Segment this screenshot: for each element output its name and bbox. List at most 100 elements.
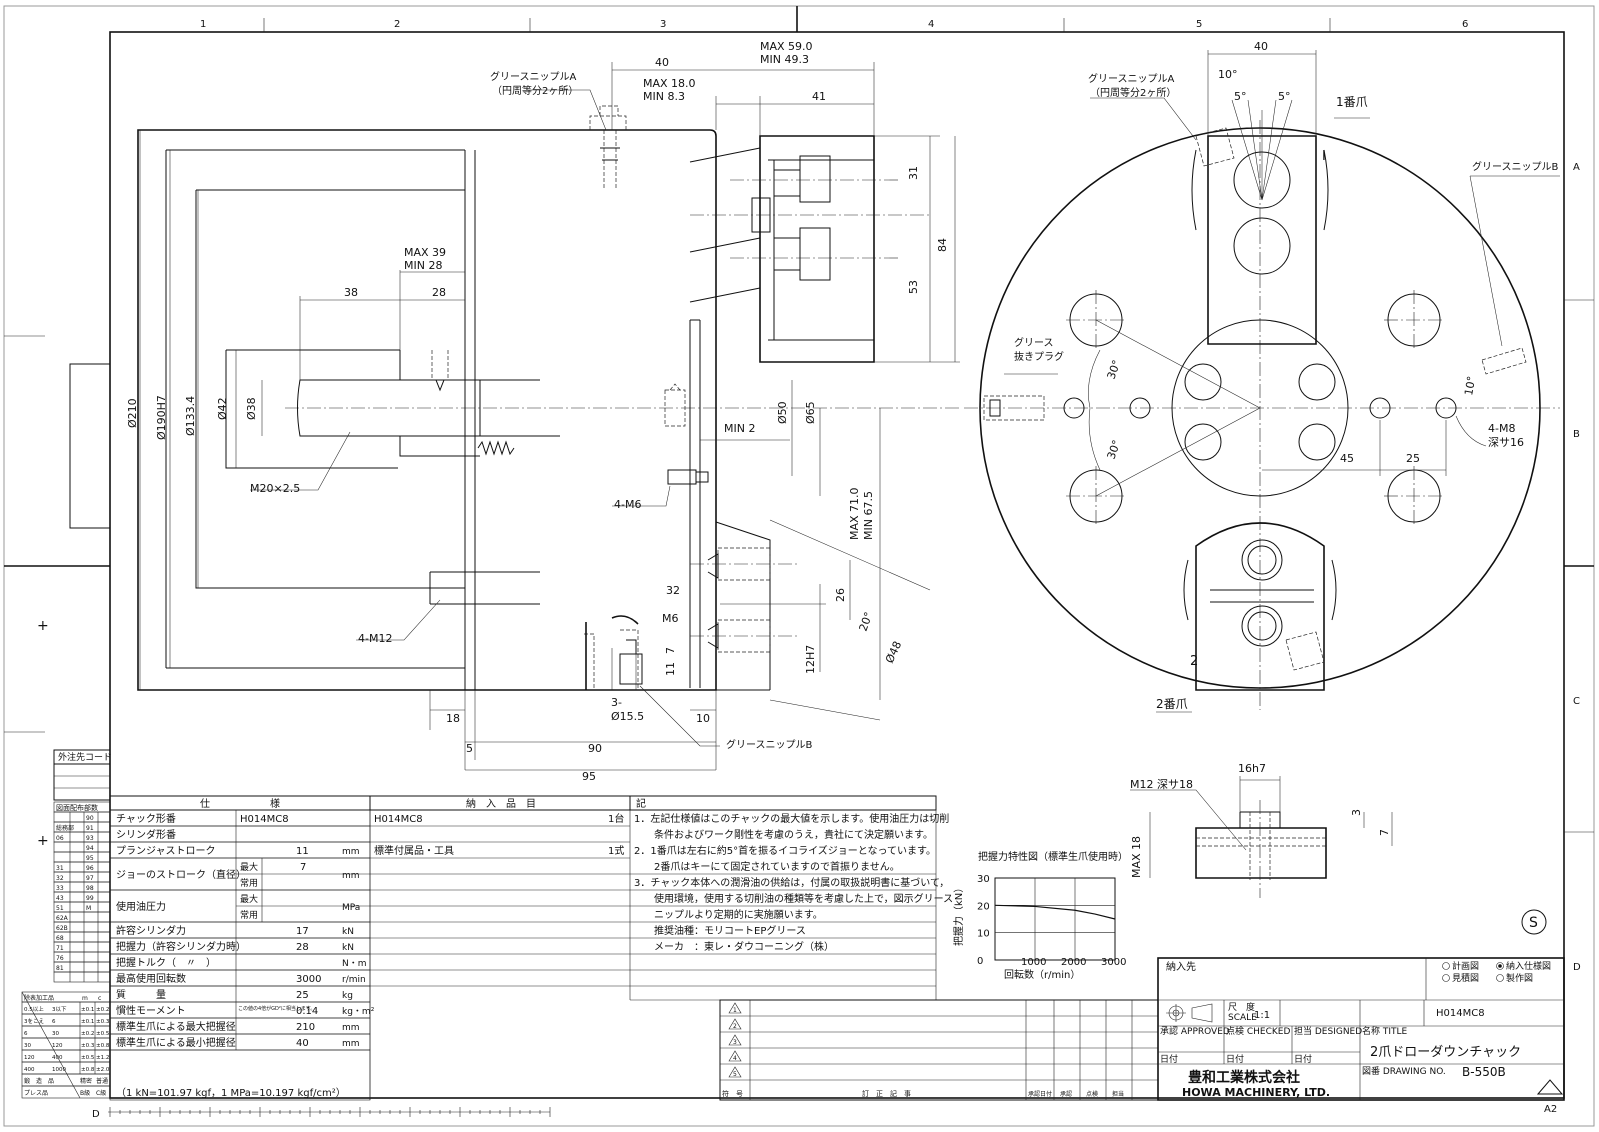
spec-unit: mm bbox=[342, 1023, 360, 1033]
revision-mark: 5 bbox=[733, 1071, 737, 1078]
dist-code: 62A bbox=[56, 915, 69, 922]
note-line: 推奨油種：モリコートEPグリース bbox=[634, 924, 806, 937]
tol-footer: 精密 bbox=[80, 1077, 92, 1085]
dim-text: 16h7 bbox=[1238, 762, 1266, 775]
crosshair-mark: + bbox=[37, 833, 49, 849]
revision-triangle-icon bbox=[728, 1002, 742, 1014]
spec-label: 使用油圧力 bbox=[116, 900, 166, 913]
tol-range: 400 bbox=[52, 1055, 63, 1061]
spec-sub-label: 最大 bbox=[240, 861, 258, 873]
revision-triangle-icon bbox=[728, 1018, 742, 1030]
dim-text: 41 bbox=[812, 90, 826, 103]
spec-unit: mm bbox=[342, 1039, 360, 1049]
dim-text: 26 bbox=[834, 588, 847, 602]
tol-range: 6 bbox=[24, 1031, 28, 1037]
tol-value: ±0.2 bbox=[96, 1007, 109, 1013]
grease-nipple-b-label: グリースニップルB bbox=[726, 738, 812, 751]
dim-text: 30° bbox=[1105, 358, 1124, 381]
revision-footer: 承認日付 bbox=[1028, 1090, 1052, 1098]
grease-nipple-b-label: グリースニップルB bbox=[1472, 160, 1558, 173]
dim-text: 95 bbox=[582, 770, 596, 783]
dim-text: 53 bbox=[907, 280, 920, 294]
spec-sub-label: 最大 bbox=[240, 893, 258, 905]
spec-footer: （1 kN=101.97 kgf，1 MPa=10.197 kgf/cm²） bbox=[116, 1087, 346, 1099]
tol-value: ±0.1 bbox=[81, 1007, 94, 1013]
dim-text: 10° bbox=[1218, 68, 1238, 81]
date-label: 日付 bbox=[1160, 1054, 1178, 1065]
dist-code: 90 bbox=[86, 815, 94, 822]
dist-code: 51 bbox=[56, 905, 64, 912]
dist-code: 62B bbox=[56, 925, 68, 932]
grease-nipple-a-label: グリースニップルA bbox=[1088, 72, 1174, 85]
dim-text: 84 bbox=[936, 238, 949, 252]
dim-text: 30° bbox=[1105, 438, 1124, 461]
dim-text: 深サ16 bbox=[1488, 436, 1524, 449]
tol-range: 120 bbox=[24, 1055, 35, 1061]
face-view bbox=[964, 50, 1560, 713]
s-mark: S bbox=[1521, 909, 1547, 935]
drawing-frame bbox=[109, 31, 1565, 1099]
tol-header: m bbox=[82, 995, 88, 1002]
press-label: プレス品 bbox=[24, 1090, 48, 1097]
revision-table: 12345符 号訂 正 記 事承認日付承認点検担当 bbox=[719, 999, 1159, 1101]
tol-value: ±0.8 bbox=[81, 1067, 95, 1073]
spec-sub-label: 常用 bbox=[240, 877, 258, 889]
dist-code: 96 bbox=[86, 865, 94, 872]
dim-text: 11 bbox=[664, 662, 677, 676]
dist-code: 68 bbox=[56, 935, 64, 942]
dim-text: MIN 8.3 bbox=[643, 90, 685, 103]
tol-range: 3以下 bbox=[52, 1006, 67, 1013]
note-line: 2番爪はキーにて固定されていますので首振りません。 bbox=[634, 860, 900, 873]
tol-value: ±0.3 bbox=[81, 1043, 95, 1049]
dist-code: 76 bbox=[56, 955, 64, 962]
dim-text: Ø42 bbox=[216, 397, 229, 420]
revision-mark: 3 bbox=[733, 1039, 737, 1046]
dim-text: 12H7 bbox=[804, 645, 817, 674]
revision-footer: 承認 bbox=[1060, 1090, 1072, 1098]
company-name-en: HOWA MACHINERY, LTD. bbox=[1182, 1086, 1330, 1099]
scale-label: 尺 度 bbox=[1228, 1001, 1255, 1013]
chart-frame bbox=[994, 877, 1116, 961]
chart-y-tick: 10 bbox=[977, 929, 990, 940]
dist-code: 97 bbox=[86, 875, 94, 882]
spec-label: チャック形番 bbox=[116, 813, 176, 825]
dim-text: 25 bbox=[1406, 452, 1420, 465]
chart-x-label: 回転数（r/min） bbox=[1004, 968, 1080, 981]
spec-label: 慣性モーメント bbox=[116, 1004, 186, 1017]
delivery-item: 標準付属品・工具 bbox=[374, 844, 454, 857]
grip-force-chart: 把握力特性図（標準生爪使用時） 把握力（kN） 回転数（r/min） 30201… bbox=[952, 850, 1128, 981]
jaw-2-mark: 2 bbox=[1190, 654, 1198, 669]
dim-text: Ø133.4 bbox=[184, 396, 197, 436]
dist-code: M bbox=[86, 905, 91, 912]
dim-text: Ø65 bbox=[804, 401, 817, 424]
crosshair-mark: + bbox=[37, 618, 49, 634]
delivery-header: 納 入 品 目 bbox=[466, 797, 536, 810]
dim-text: 18 bbox=[446, 712, 460, 725]
dim-text: M20×2.5 bbox=[250, 482, 300, 495]
dim-text: MAX 18.0 bbox=[643, 77, 696, 90]
revision-mark: 1 bbox=[733, 1007, 737, 1014]
dim-text: 4-M6 bbox=[614, 498, 641, 511]
scale-value: 1:1 bbox=[1254, 1010, 1270, 1021]
dim-text: Ø38 bbox=[245, 397, 258, 420]
zone-label: D bbox=[1573, 962, 1581, 973]
dim-text: 3 bbox=[1350, 809, 1363, 816]
spec-value: 40 bbox=[296, 1038, 309, 1049]
projection-symbol-icon bbox=[1166, 1003, 1213, 1023]
tol-range: 30 bbox=[52, 1031, 59, 1037]
dim-text: 4-M12 bbox=[358, 632, 392, 645]
revision-footer: 訂 正 記 事 bbox=[862, 1089, 911, 1098]
chart-y-tick: 20 bbox=[977, 901, 990, 912]
tol-value: ±0.5 bbox=[81, 1055, 95, 1061]
grease-nipple-a-note: （円周等分2ヶ所） bbox=[1090, 86, 1176, 99]
checked-label: 点検 CHECKED bbox=[1226, 1025, 1290, 1037]
spec-unit: mm bbox=[342, 847, 360, 857]
grease-nipple-a-note: （円周等分2ヶ所） bbox=[492, 84, 578, 97]
dist-code: 98 bbox=[86, 885, 94, 892]
dim-text: 10 bbox=[696, 712, 710, 725]
spec-label: シリンダ形番 bbox=[116, 828, 176, 841]
spec-value: 17 bbox=[296, 926, 309, 937]
scale-label-en: SCALE bbox=[1228, 1013, 1257, 1023]
